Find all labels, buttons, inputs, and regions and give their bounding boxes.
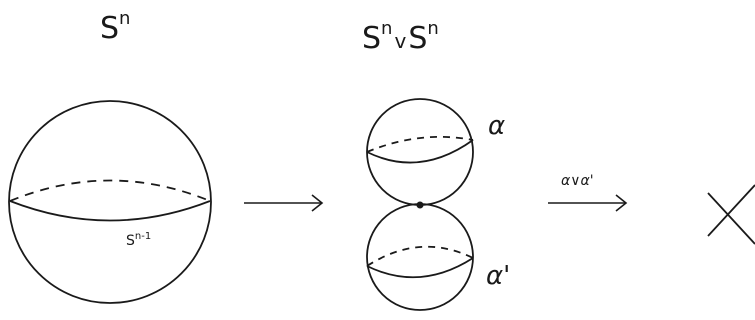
top-sphere-equator-back — [366, 136, 474, 153]
wedge-sphere-bottom — [366, 203, 474, 311]
wedge-point — [416, 201, 424, 209]
map-label: α∨α' — [561, 173, 594, 189]
alpha-label: α — [488, 111, 505, 141]
sphere-equator-front — [9, 200, 211, 222]
sphere-sn — [8, 100, 212, 304]
arrow-collapse — [244, 194, 324, 212]
arrow-map — [548, 194, 628, 212]
equator-label: Sn-1 — [126, 231, 151, 249]
bottom-sphere-equator-front — [366, 257, 474, 279]
alpha-prime-label: α' — [486, 261, 510, 291]
target-space-x — [707, 184, 755, 245]
bottom-sphere-equator-back — [366, 245, 474, 267]
top-sphere-equator-front — [366, 139, 474, 164]
sphere-equator-back — [9, 179, 211, 202]
sphere-title: Sn — [100, 8, 130, 46]
sphere-outline — [8, 100, 212, 304]
wedge-sphere-top — [366, 98, 474, 206]
wedge-title: SnvSn — [362, 18, 439, 56]
top-sphere-outline — [366, 98, 474, 206]
